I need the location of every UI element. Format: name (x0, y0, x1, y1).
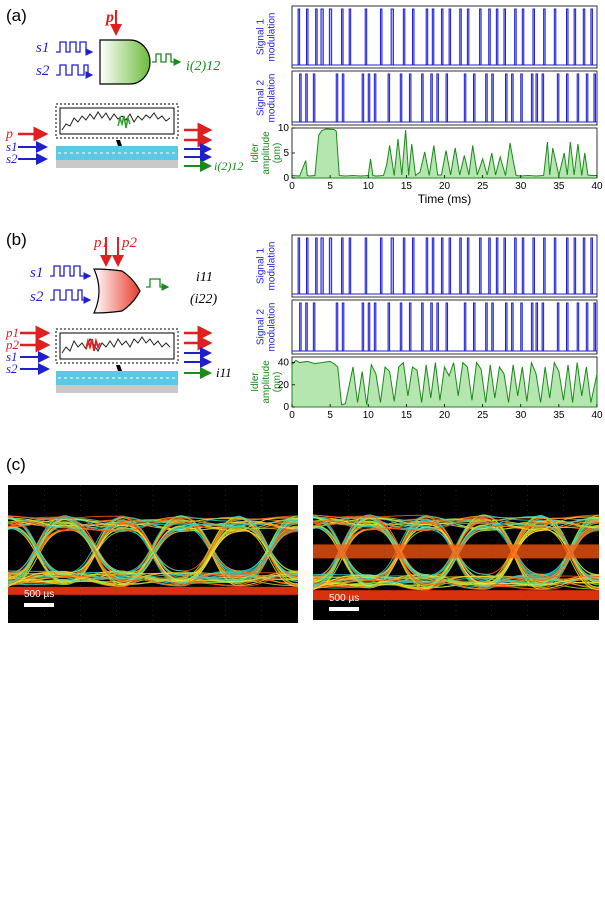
x-axis-label: Time (ms) (418, 192, 472, 206)
x-tick-label: 40 (591, 410, 603, 420)
eye-trace (313, 514, 599, 589)
x-tick-label: 20 (439, 410, 451, 420)
x-tick-label: 25 (477, 410, 489, 420)
plot-frame (291, 234, 598, 298)
pump2-label-b: p2 (121, 235, 138, 251)
y-axis-label: Signal 2modulation (256, 74, 278, 123)
chip-output-b: i11 (216, 365, 232, 380)
chip-input-p1-b: p1 (5, 325, 19, 340)
series-line (292, 73, 598, 123)
y-tick-label: 0 (283, 173, 289, 184)
eye-diagram-right: 500 µs (313, 485, 599, 620)
x-tick-label: 5 (327, 410, 333, 420)
eye-trace (8, 517, 298, 582)
idler-alt-label-b: (i22) (190, 292, 218, 307)
x-tick-label: 30 (515, 410, 527, 420)
series-line (292, 302, 598, 352)
eye-trace (313, 516, 599, 580)
panel-label-a: (a) (6, 6, 27, 25)
idler-label-a: i(2)12 (186, 59, 220, 74)
y-axis-label: Idleramplitude(pm) (250, 360, 283, 404)
eye-trace (8, 515, 298, 586)
x-tick-label: 0 (289, 410, 295, 420)
eye-trace (313, 517, 599, 585)
eye-trace (313, 514, 599, 591)
scale-bar (24, 603, 54, 607)
series-line (292, 8, 598, 66)
x-tick-label: 10 (363, 181, 375, 192)
chip-input-p-a: p (5, 127, 13, 142)
eye-trace (313, 516, 599, 585)
chip-input-s1-a: s1 (6, 139, 18, 154)
eye-trace (313, 576, 599, 591)
eye-trace (8, 515, 298, 588)
series-line (291, 359, 598, 408)
eye-diagram-left: 500 µs (8, 485, 298, 623)
series-line (292, 237, 598, 295)
panel-label-c: (c) (6, 455, 26, 474)
y-tick-label: 0 (283, 402, 289, 413)
x-tick-label: 15 (401, 181, 413, 192)
eye-trace (8, 515, 298, 587)
x-tick-label: 20 (439, 181, 451, 192)
eye-trace (313, 516, 599, 578)
or-gate-icon (93, 268, 141, 314)
panel-label-b: (b) (6, 230, 27, 249)
y-axis-label: Signal 1modulation (256, 13, 278, 62)
x-tick-label: 5 (327, 181, 333, 192)
pump-label-a: p (104, 9, 114, 26)
eye-trace (8, 517, 298, 588)
y-tick-label: 20 (278, 380, 290, 391)
eye-mid-band (313, 544, 599, 559)
diagram-b: p1 p2 s1 s2 i11 (i22) p1 p2 s1 s2 i11 (5, 235, 232, 393)
eye-trace (8, 517, 298, 577)
chip-input-s2-a: s2 (6, 151, 18, 166)
y-axis-label: Signal 2modulation (256, 303, 278, 352)
eye-trace (313, 515, 599, 590)
x-tick-label: 0 (289, 181, 295, 192)
idler-label-b: i11 (196, 270, 213, 285)
plot-frame (291, 5, 598, 69)
x-tick-label: 30 (515, 181, 527, 192)
and-gate-icon (99, 39, 151, 85)
x-tick-label: 40 (591, 181, 603, 192)
scale-bar (329, 607, 359, 611)
signal2-label-b: s2 (30, 289, 44, 305)
eye-trace (313, 516, 599, 591)
eye-trace (8, 515, 298, 587)
signal1-label-a: s1 (36, 40, 49, 56)
eye-trace (8, 516, 298, 587)
chip-input-p2-b: p2 (5, 337, 20, 352)
eye-trace (8, 525, 298, 584)
x-tick-label: 10 (363, 410, 375, 420)
diagram-a: p s1 s2 i(2)12 p s1 s2 i(2)12 (5, 9, 243, 173)
chip-input-s2-b: s2 (6, 361, 18, 376)
chip-output-a: i(2)12 (214, 159, 243, 173)
scale-label: 500 µs (24, 589, 55, 600)
signal1-label-b: s1 (30, 265, 43, 281)
y-tick-label: 5 (283, 148, 289, 159)
x-tick-label: 35 (553, 181, 565, 192)
y-axis-label: Signal 1modulation (256, 242, 278, 291)
x-tick-label: 25 (477, 181, 489, 192)
x-tick-label: 15 (401, 410, 413, 420)
y-tick-label: 10 (278, 123, 290, 134)
scale-label: 500 µs (329, 593, 360, 604)
signal2-label-a: s2 (36, 63, 50, 79)
y-tick-label: 40 (278, 358, 290, 369)
eye-trace (8, 516, 298, 583)
chip-input-s1-b: s1 (6, 349, 18, 364)
x-tick-label: 35 (553, 410, 565, 420)
eye-trace (8, 516, 298, 579)
y-axis-label: Idleramplitude(pm) (250, 131, 283, 175)
